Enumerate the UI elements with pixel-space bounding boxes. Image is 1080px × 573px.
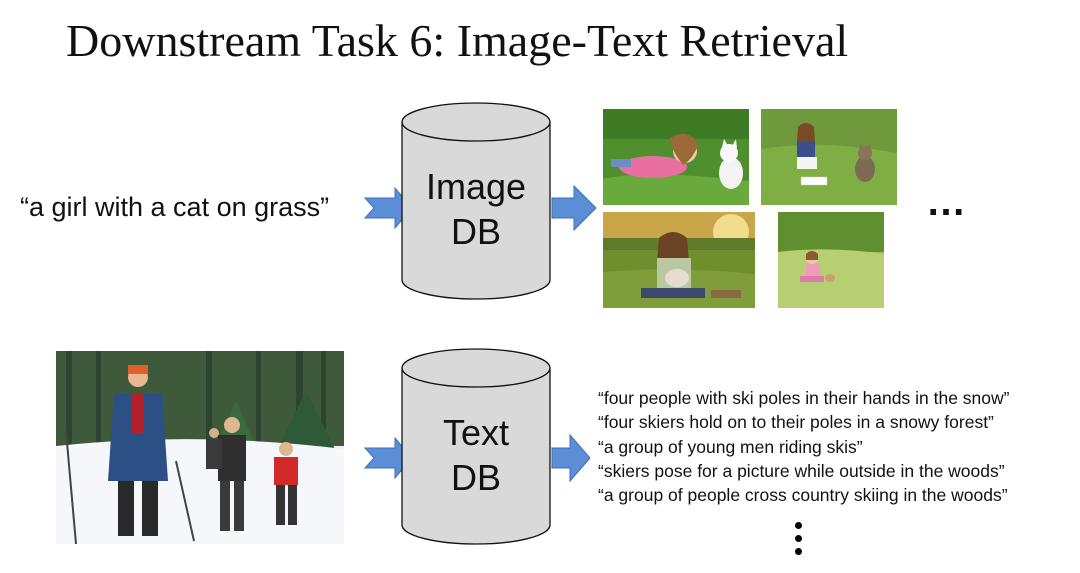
image-db-label: Image DB [401,164,551,254]
caption-item: “a group of young men riding skis” [598,436,863,457]
more-images-ellipsis: … [926,180,967,224]
text-db-label: Text DB [401,410,551,500]
text-db-label-line2: DB [450,457,501,498]
slide-title: Downstream Task 6: Image-Text Retrieval [66,15,849,66]
text-db-label-line1: Text [442,412,510,453]
caption-item: “four people with ski poles in their han… [598,388,1010,408]
caption-item: “skiers pose for a picture while outside… [598,460,1005,481]
caption-item: “a group of people cross country skiing … [598,485,1008,506]
query-text: “a girl with a cat on grass” [20,192,330,222]
retrieved-captions: “four people with ski poles in their han… [598,386,1009,507]
arrow-image-db-to-results [551,184,597,232]
text-db-cylinder-icon [401,348,551,545]
caption-item: “four skiers hold on to their poles in a… [598,412,994,433]
arrow-text-db-to-captions [551,433,591,483]
result-image-girl-white-cat [603,109,749,205]
arrow-photo-to-text-db [363,436,413,480]
result-image-girl-reading-cat [761,109,897,205]
image-db-label-line1: Image [425,166,527,207]
image-db-cylinder-icon [401,102,551,300]
more-captions-dots-icon [795,522,803,561]
result-image-woman-cat-sunset [603,212,755,308]
image-db-label-line2: DB [450,211,501,252]
result-image-child-cat-grass [778,212,884,308]
query-image-skiers [56,351,344,544]
arrow-query-to-image-db [363,186,413,230]
